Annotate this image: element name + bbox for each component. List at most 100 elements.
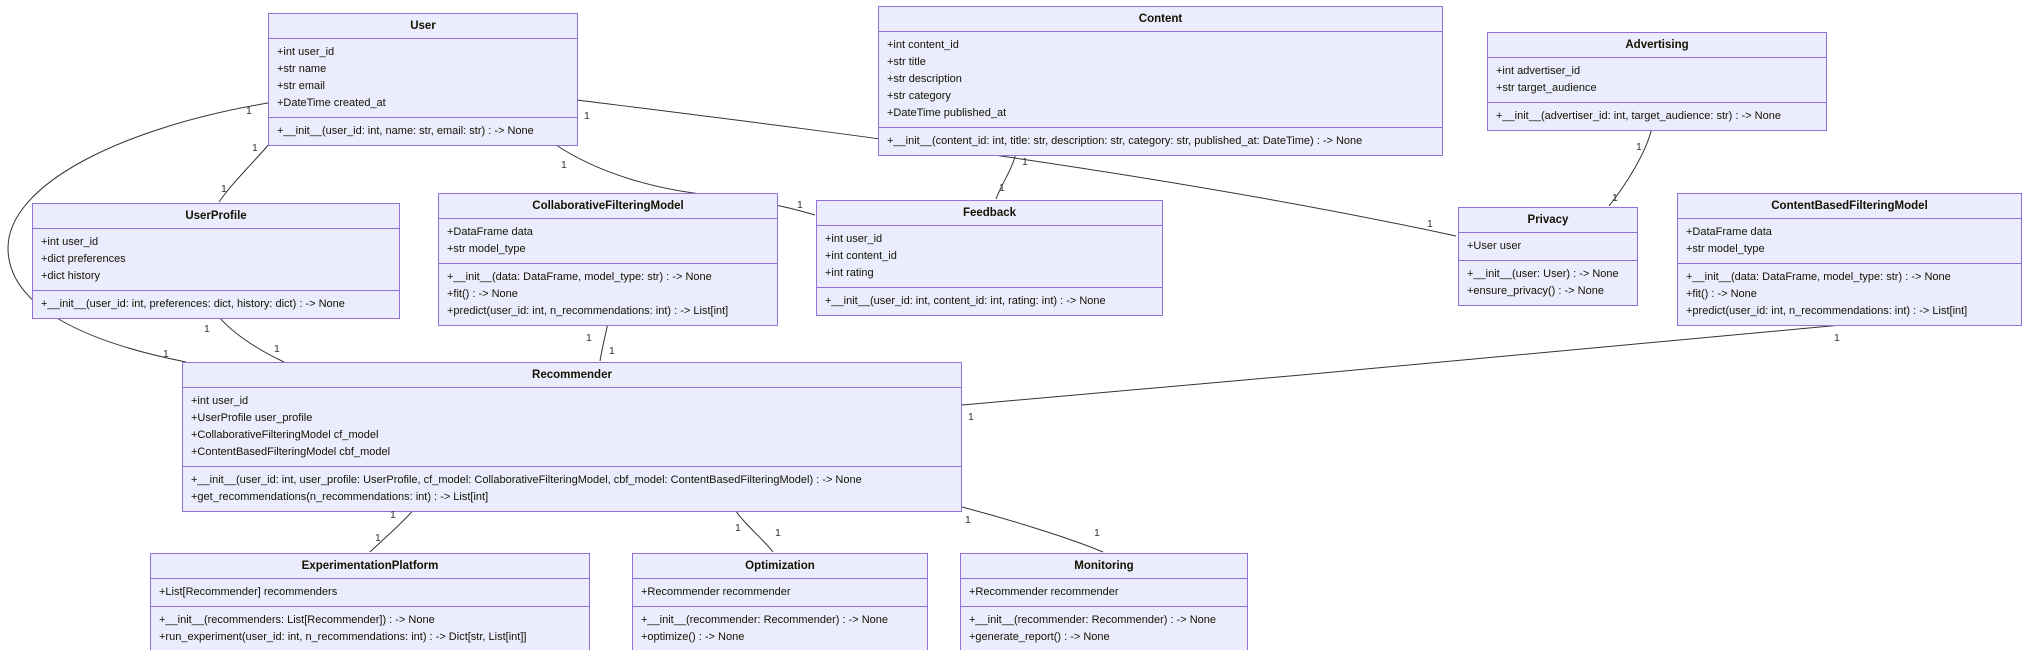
class-methods-advertising: +__init__(advertiser_id: int, target_aud… xyxy=(1488,103,1826,130)
class-box-feedback: Feedback +int user_id +int content_id +int … xyxy=(816,200,1163,316)
class-title-advertising: Advertising xyxy=(1488,33,1826,58)
method-row: +__init__(recommender: Recommender) : ->… xyxy=(641,614,889,626)
multiplicity-label: 1 xyxy=(204,323,210,335)
attribute-row: +str model_type xyxy=(1686,243,1765,255)
attribute-row: +str description xyxy=(887,73,962,85)
class-title-monitoring: Monitoring xyxy=(961,554,1247,579)
class-attributes-recommender: +int user_id+UserProfile user_profile+Co… xyxy=(183,388,961,467)
method-row: +predict(user_id: int, n_recommendations… xyxy=(447,305,729,317)
multiplicity-label: 1 xyxy=(775,527,781,539)
attribute-row: +dict history xyxy=(41,270,100,282)
multiplicity-label: 1 xyxy=(252,142,258,154)
multiplicity-label: 1 xyxy=(246,105,252,117)
class-title-userprofile: UserProfile xyxy=(33,204,399,229)
attribute-row: +CollaborativeFilteringModel cf_model xyxy=(191,429,379,441)
class-attributes-user: +int user_id+str name+str email+DateTime… xyxy=(269,39,577,118)
multiplicity-label: 1 xyxy=(1612,192,1618,204)
class-methods-cbfm: +__init__(data: DataFrame, model_type: s… xyxy=(1678,264,2021,325)
class-methods-optimization: +__init__(recommender: Recommender) : ->… xyxy=(633,607,927,650)
method-row: +__init__(recommender: Recommender) : ->… xyxy=(969,614,1217,626)
attribute-row: +DataFrame data xyxy=(1686,226,1772,238)
method-row: +run_experiment(user_id: int, n_recommen… xyxy=(159,631,527,643)
attribute-row: +dict preferences xyxy=(41,253,126,265)
attribute-row: +int rating xyxy=(825,267,874,279)
method-row: +__init__(recommenders: List[Recommender… xyxy=(159,614,435,626)
multiplicity-label: 1 xyxy=(1636,141,1642,153)
class-title-cbfm: ContentBasedFilteringModel xyxy=(1678,194,2021,219)
multiplicity-label: 1 xyxy=(965,514,971,526)
method-row: +predict(user_id: int, n_recommendations… xyxy=(1686,305,1968,317)
attribute-row: +Recommender recommender xyxy=(641,586,791,598)
class-box-advertising: Advertising +int advertiser_id +str target… xyxy=(1487,32,1827,131)
attribute-row: +ContentBasedFilteringModel cbf_model xyxy=(191,446,391,458)
class-attributes-userprofile: +int user_id +dict preferences +dict histo… xyxy=(33,229,399,291)
edge-Advertising-Privacy xyxy=(1608,127,1653,207)
multiplicity-label: 1 xyxy=(586,332,592,344)
edge-CollaborativeFilteringModel-Recommender xyxy=(599,322,609,362)
class-attributes-optimization: +Recommender recommender xyxy=(633,579,927,607)
multiplicity-label: 1 xyxy=(1834,332,1840,344)
class-methods-content: +__init__(content_id: int, title: str, d… xyxy=(879,128,1442,155)
multiplicity-label: 1 xyxy=(999,182,1005,194)
attribute-row: +str target_audience xyxy=(1496,82,1597,94)
attribute-row: +str category xyxy=(887,90,951,102)
class-methods-experimentation: +__init__(recommenders: List[Recommender… xyxy=(151,607,589,650)
class-methods-user: +__init__(user_id: int, name: str, email… xyxy=(269,118,577,145)
attribute-row: +DataFrame data xyxy=(447,226,533,238)
class-methods-recommender: +__init__(user_id: int, user_profile: Us… xyxy=(183,467,961,511)
method-row: +__init__(user_id: int, preferences: dic… xyxy=(41,298,345,310)
class-box-cbfm: ContentBasedFilteringModel+DataFrame dat… xyxy=(1677,193,2022,326)
class-methods-userprofile: +__init__(user_id: int, preferences: dic… xyxy=(33,291,399,318)
attribute-row: +int content_id xyxy=(887,39,959,51)
attribute-row: +List[Recommender] recommenders xyxy=(159,586,338,598)
class-attributes-advertising: +int advertiser_id +str target_audience xyxy=(1488,58,1826,103)
class-box-optimization: Optimization +Recommender recommender +__i… xyxy=(632,553,928,650)
attribute-row: +int content_id xyxy=(825,250,897,262)
method-row: +fit() : -> None xyxy=(447,288,518,300)
class-title-cfm: CollaborativeFilteringModel xyxy=(439,194,777,219)
method-row: +optimize() : -> None xyxy=(641,631,745,643)
class-attributes-experimentation: +List[Recommender] recommenders xyxy=(151,579,589,607)
method-row: +generate_report() : -> None xyxy=(969,631,1110,643)
attribute-row: +str model_type xyxy=(447,243,526,255)
multiplicity-label: 1 xyxy=(797,199,803,211)
attribute-row: +Recommender recommender xyxy=(969,586,1119,598)
class-box-privacy: Privacy+User user+__init__(user: User) :… xyxy=(1458,207,1638,306)
class-title-optimization: Optimization xyxy=(633,554,927,579)
class-attributes-content: +int content_id +str title +str descriptio… xyxy=(879,32,1442,128)
attribute-row: +str email xyxy=(277,80,325,92)
attribute-row: +int advertiser_id xyxy=(1496,65,1581,77)
attribute-row: +int user_id xyxy=(825,233,883,245)
attribute-row: +str title xyxy=(887,56,926,68)
class-title-privacy: Privacy xyxy=(1459,208,1637,233)
class-title-feedback: Feedback xyxy=(817,201,1162,226)
class-methods-cfm: +__init__(data: DataFrame, model_type: s… xyxy=(439,264,777,325)
multiplicity-label: 1 xyxy=(561,159,567,171)
attribute-row: +DateTime published_at xyxy=(887,107,1007,119)
multiplicity-label: 1 xyxy=(390,509,396,521)
method-row: +__init__(data: DataFrame, model_type: s… xyxy=(447,271,712,283)
edge-User-Recommender xyxy=(7,102,269,363)
attribute-row: +int user_id xyxy=(41,236,99,248)
method-row: +__init__(user_id: int, name: str, email… xyxy=(277,125,534,137)
class-methods-privacy: +__init__(user: User) : -> None+ensure_p… xyxy=(1459,261,1637,305)
edge-Content-Feedback xyxy=(995,152,1017,200)
class-methods-feedback: +__init__(user_id: int, content_id: int,… xyxy=(817,288,1162,315)
multiplicity-label: 1 xyxy=(1427,218,1433,230)
class-box-experimentation: ExperimentationPlatform+List[Recommender… xyxy=(150,553,590,650)
multiplicity-label: 1 xyxy=(1022,156,1028,168)
method-row: +__init__(content_id: int, title: str, d… xyxy=(887,135,1363,147)
class-attributes-cbfm: +DataFrame data +str model_type xyxy=(1678,219,2021,264)
class-title-recommender: Recommender xyxy=(183,363,961,388)
multiplicity-label: 1 xyxy=(375,532,381,544)
multiplicity-label: 1 xyxy=(584,110,590,122)
class-box-userprofile: UserProfile +int user_id +dict preferences… xyxy=(32,203,400,319)
multiplicity-label: 1 xyxy=(163,348,169,360)
multiplicity-label: 1 xyxy=(1094,527,1100,539)
attribute-row: +str name xyxy=(277,63,327,75)
multiplicity-label: 1 xyxy=(274,343,280,355)
method-row: +ensure_privacy() : -> None xyxy=(1467,285,1604,297)
class-attributes-monitoring: +Recommender recommender xyxy=(961,579,1247,607)
attribute-row: +DateTime created_at xyxy=(277,97,386,109)
